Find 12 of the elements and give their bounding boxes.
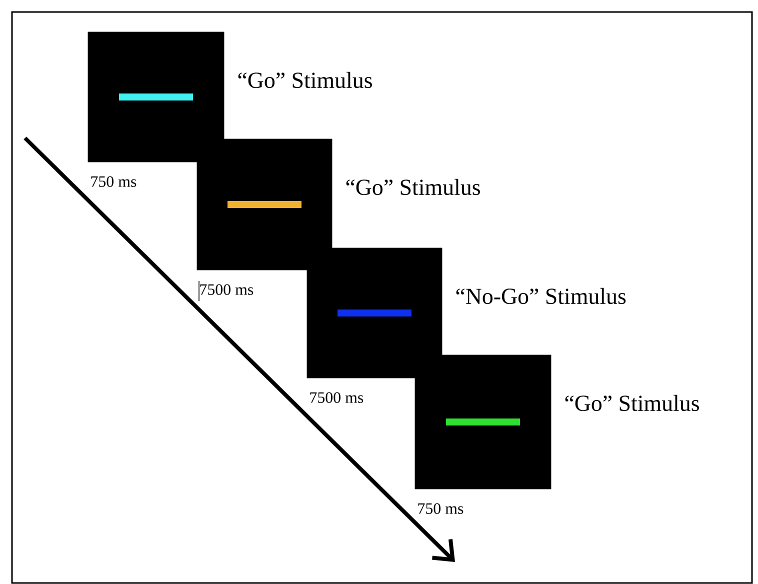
stimulus-screen <box>414 354 552 490</box>
stimulus-label: “Go” Stimulus <box>346 178 480 196</box>
duration-label: 7500 ms <box>200 284 254 295</box>
stimulus-label: “Go” Stimulus <box>565 394 699 412</box>
stimulus-label: “Go” Stimulus <box>238 72 372 88</box>
duration-label: 750 ms <box>91 176 136 187</box>
stimulus-label: “No-Go” Stimulus <box>456 288 626 304</box>
stimulus-screen <box>306 248 442 378</box>
stimulus-screen <box>88 32 224 162</box>
stimulus-screen <box>196 138 332 270</box>
duration-label: 750 ms <box>418 503 464 514</box>
duration-label: 7500 ms <box>310 392 364 403</box>
